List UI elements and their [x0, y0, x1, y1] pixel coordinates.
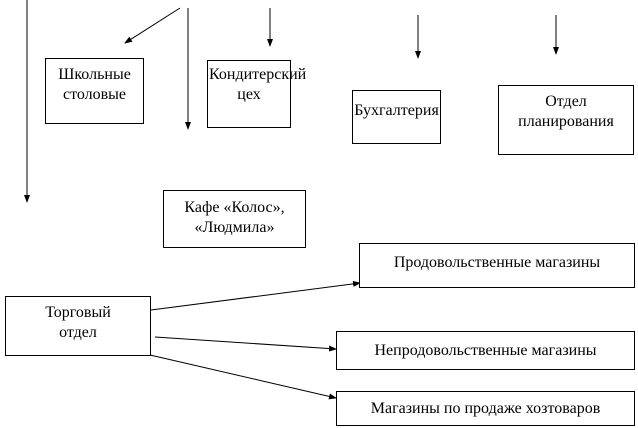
node-label: Непродовольственные магазины	[374, 341, 597, 359]
node-accounting: Бухгалтерия	[352, 90, 441, 144]
node-label: Магазины по продаже хозтоваров	[370, 399, 601, 417]
node-confectionery: Кондитерский цех	[207, 60, 307, 128]
node-label: Отдел планирования	[518, 93, 614, 130]
arrow-to-nonfood-stores	[154, 336, 337, 352]
node-household-stores: Магазины по продаже хозтоваров	[336, 391, 635, 426]
node-label: Продовольственные магазины	[393, 254, 601, 271]
node-label: Кафе «Колос», «Людмила»	[184, 199, 285, 236]
node-trade-dept: Торговый отдел	[5, 296, 151, 356]
node-food-stores: Продовольственные магазины	[359, 243, 635, 288]
node-planning: Отдел планирования	[498, 85, 634, 155]
node-school-canteens: Школьные столовые	[45, 58, 144, 124]
node-cafe: Кафе «Колос», «Людмила»	[163, 190, 306, 248]
arrow-to-household-stores	[149, 354, 337, 400]
arrow-to-school-canteens	[124, 7, 181, 44]
node-label: Бухгалтерия	[354, 102, 439, 119]
node-label: Школьные столовые	[58, 66, 131, 103]
node-label: Кондитерский цех	[209, 66, 307, 103]
node-nonfood-stores: Непродовольственные магазины	[336, 331, 635, 370]
arrow-to-food-stores	[150, 280, 361, 311]
node-label: Торговый отдел	[45, 304, 111, 341]
